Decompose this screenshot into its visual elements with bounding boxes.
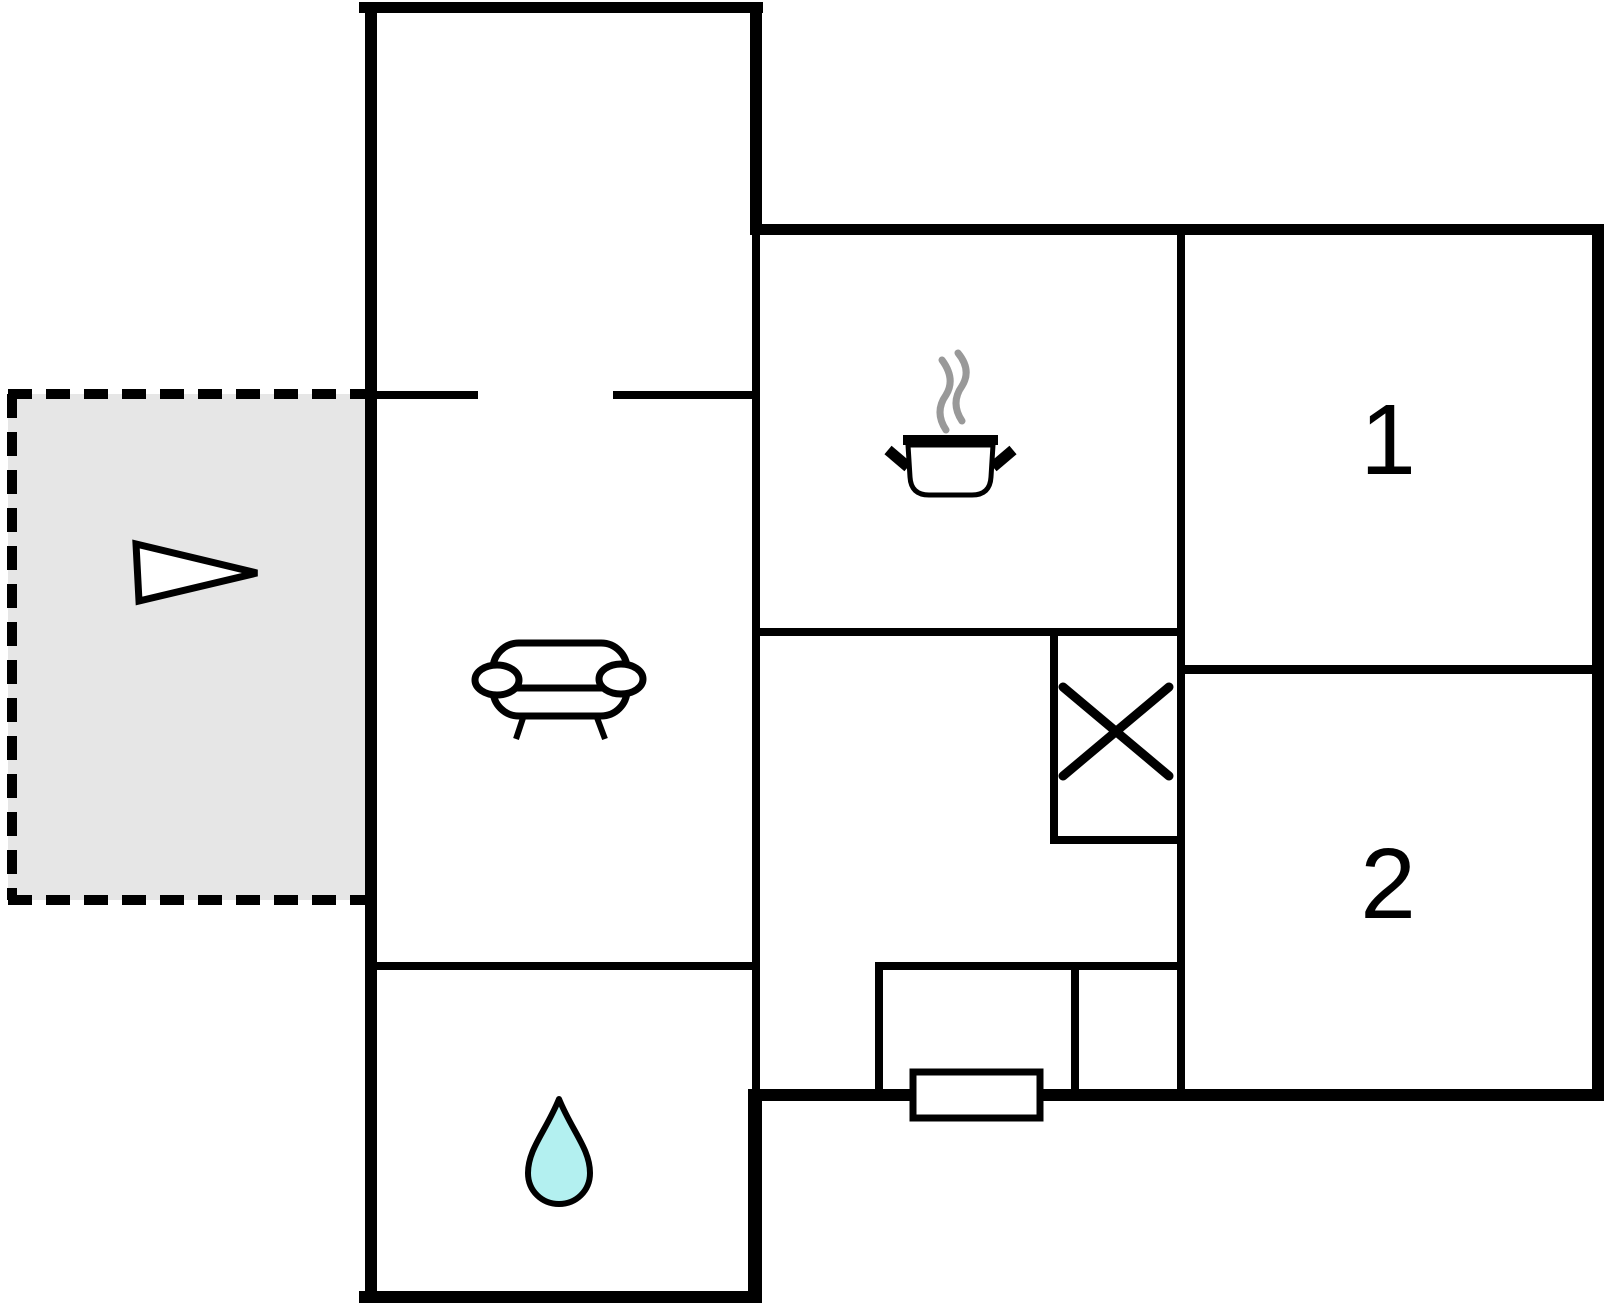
- wall-right-section-top: [750, 224, 1604, 235]
- wall-closet-left: [1050, 632, 1058, 844]
- wall-entry-nook-divider: [1071, 962, 1079, 1095]
- wall-right-exterior: [1592, 224, 1604, 1101]
- sofa-icon-leg-2: [593, 713, 608, 741]
- wall-upper-right-exterior: [750, 2, 762, 233]
- pot-icon-handle-1: [884, 445, 912, 472]
- wall-closet-bottom: [1050, 836, 1185, 844]
- sofa-icon-armrest-2: [595, 660, 647, 698]
- wall-bathroom-top: [377, 962, 757, 970]
- terrace-area: [8, 394, 365, 900]
- pot-icon-handle-2: [989, 445, 1017, 472]
- wall-rooms-hall-divider: [1177, 235, 1185, 1089]
- wall-living-hall-divider: [752, 233, 760, 1089]
- steam-icon-2: [952, 349, 970, 425]
- wall-hall-door-right: [613, 391, 757, 399]
- entry-door-symbol: [909, 1068, 1044, 1122]
- wall-bedroom-divider: [1177, 665, 1597, 674]
- cooking-pot-icon-rim: [903, 435, 998, 445]
- closet-x-symbol-line-2: [1058, 682, 1174, 781]
- wall-bathroom-right-exterior: [748, 1089, 762, 1303]
- wall-bathroom-bottom-exterior: [359, 1291, 761, 1303]
- wall-kitchen-bottom: [756, 628, 1185, 636]
- room-label-1: 1: [1360, 384, 1416, 496]
- wall-hall-door-left: [377, 391, 478, 399]
- wall-entry-nook-left: [875, 962, 883, 1095]
- wall-entry-nook-top: [875, 962, 1185, 970]
- wall-left-exterior: [365, 2, 377, 1303]
- room-label-2: 2: [1360, 828, 1416, 940]
- entrance-arrow-icon: [132, 539, 258, 606]
- water-drop-icon: [525, 1096, 593, 1207]
- cooking-pot-icon-body: [905, 442, 996, 498]
- steam-icon-1: [936, 356, 954, 434]
- sofa-icon-leg-1: [513, 714, 527, 740]
- wall-top-exterior: [359, 2, 763, 13]
- sofa-icon-armrest-1: [471, 661, 523, 699]
